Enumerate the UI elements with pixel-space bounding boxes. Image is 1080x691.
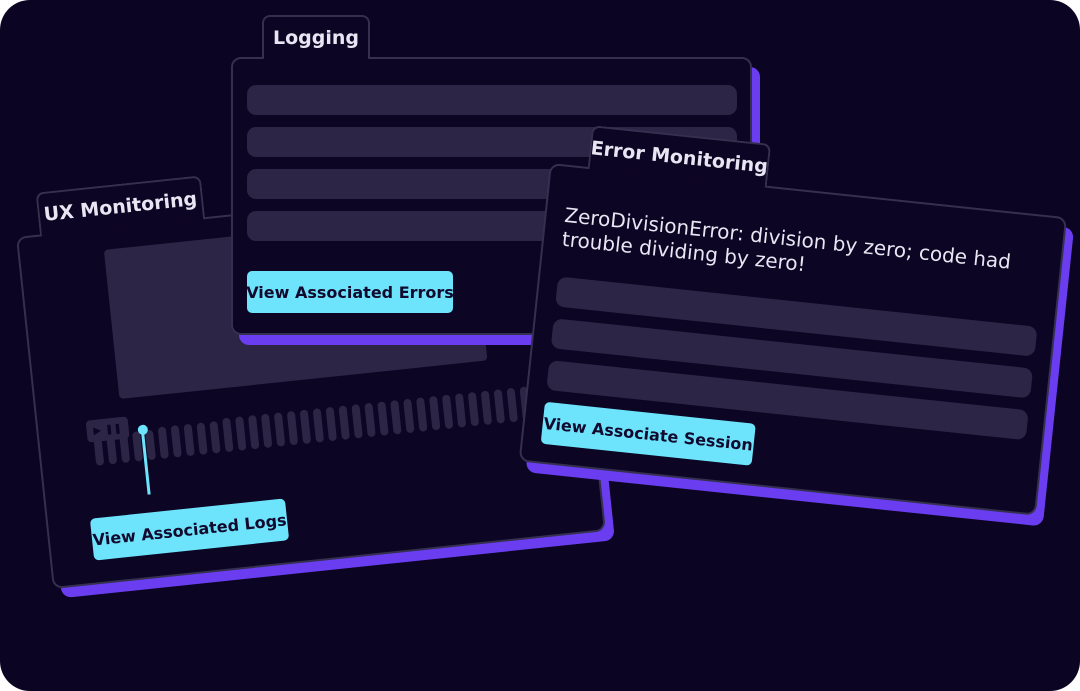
timeline-bar: [338, 405, 350, 441]
timeline-bar: [119, 432, 131, 464]
timeline-bar: [377, 401, 389, 436]
timeline-bar: [390, 399, 402, 435]
timeline-bar: [454, 393, 467, 428]
timeline-bar: [260, 413, 273, 449]
timeline-bar: [403, 398, 415, 434]
timeline-bar: [235, 416, 247, 451]
timeline-bar: [157, 426, 169, 460]
timeline-bar: [428, 395, 441, 431]
timeline-bar: [312, 408, 325, 443]
timeline-bar: [106, 433, 118, 465]
timeline-bar: [467, 391, 480, 427]
log-line-placeholder: [247, 85, 737, 115]
timeline-bar: [351, 404, 363, 439]
tab-logging: Logging: [262, 15, 370, 59]
timeline-bar: [364, 402, 376, 438]
view-associated-errors-button[interactable]: View Associated Errors: [246, 271, 454, 313]
timeline-bar: [222, 417, 234, 453]
timeline-bar: [325, 406, 338, 442]
timeline-bar: [273, 412, 286, 447]
timeline-bar: [480, 390, 493, 426]
timeline-bar: [506, 387, 519, 423]
timeline-bar: [416, 397, 428, 432]
timeline-bar: [493, 389, 506, 424]
timeline-bar: [441, 394, 454, 430]
timeline-bar: [286, 410, 299, 446]
timeline-bar: [209, 420, 221, 454]
error-monitoring-card: Error Monitoring ZeroDivisionError: divi…: [518, 125, 1075, 527]
timeline-bar: [299, 409, 312, 445]
tab-joint: [264, 55, 368, 61]
timeline-bar: [196, 422, 208, 455]
timeline-bar: [183, 423, 195, 457]
timeline-bar: [170, 425, 182, 458]
timeline-bar: [247, 414, 260, 450]
